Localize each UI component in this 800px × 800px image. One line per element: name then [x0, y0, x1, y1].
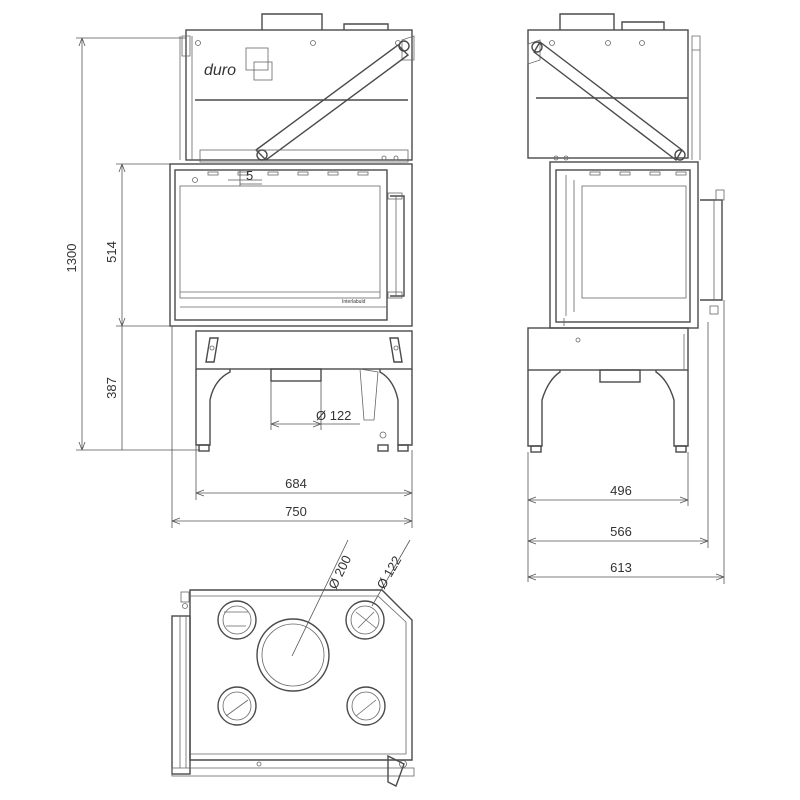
dim-side-inner-depth: 496: [610, 483, 632, 498]
dim-glass-height: 514: [104, 241, 119, 263]
top-pipe-tl: [217, 600, 257, 640]
front-hood: [185, 29, 413, 161]
front-dimensions: 1300 514 387 5 Ø 122 684 750: [64, 37, 413, 528]
front-bottom-pipe: [270, 368, 322, 382]
side-glass: [581, 185, 687, 299]
side-lift-arm: [533, 40, 683, 162]
top-outline: [189, 589, 413, 761]
top-large-pipe: [256, 618, 330, 692]
side-dimensions: 496 566 613: [527, 300, 725, 584]
side-base-panel: [527, 327, 689, 371]
dim-total-height: 1300: [64, 244, 79, 273]
top-view: [171, 589, 415, 787]
dim-front-outer-width: 750: [285, 504, 307, 519]
side-back-leg: [655, 370, 689, 447]
dim-front-pipe: Ø 122: [316, 408, 351, 423]
front-left-leg: [195, 369, 231, 446]
front-door: [174, 169, 388, 321]
duro-logo: duro: [204, 47, 273, 81]
top-pipe-bl: [217, 686, 257, 726]
top-dimensions: Ø 200 Ø 122: [291, 539, 411, 657]
top-pipe-tr: [345, 600, 385, 640]
front-view: duro Interlabuld: [169, 13, 415, 452]
front-lift-arm: [254, 44, 410, 161]
side-view: [527, 13, 725, 453]
front-top-collar-right: [343, 23, 389, 30]
front-door-handle: [390, 195, 405, 297]
dim-side-mid-depth: 566: [610, 524, 632, 539]
dim-door-gap: 5: [246, 168, 253, 183]
front-firebox: [169, 163, 413, 327]
dim-leg-height: 387: [104, 377, 119, 399]
dim-top-small-pipe: Ø 122: [374, 553, 405, 591]
dim-side-total-depth: 613: [610, 560, 632, 575]
front-base-panel: [195, 330, 413, 370]
dim-front-inner-width: 684: [285, 476, 307, 491]
front-plate-text: Interlabuld: [342, 299, 366, 305]
side-door-handle: [700, 199, 723, 301]
side-front-leg: [527, 370, 561, 447]
side-hood: [527, 29, 689, 159]
front-top-collar-left: [261, 13, 323, 30]
front-glass: [179, 185, 381, 299]
dim-top-large-pipe: Ø 200: [325, 553, 354, 591]
side-bottom-pipe: [599, 369, 641, 383]
logo-text: duro: [204, 62, 236, 79]
side-firebox: [549, 161, 699, 329]
top-pipe-br: [346, 686, 386, 726]
front-right-leg: [379, 369, 413, 446]
